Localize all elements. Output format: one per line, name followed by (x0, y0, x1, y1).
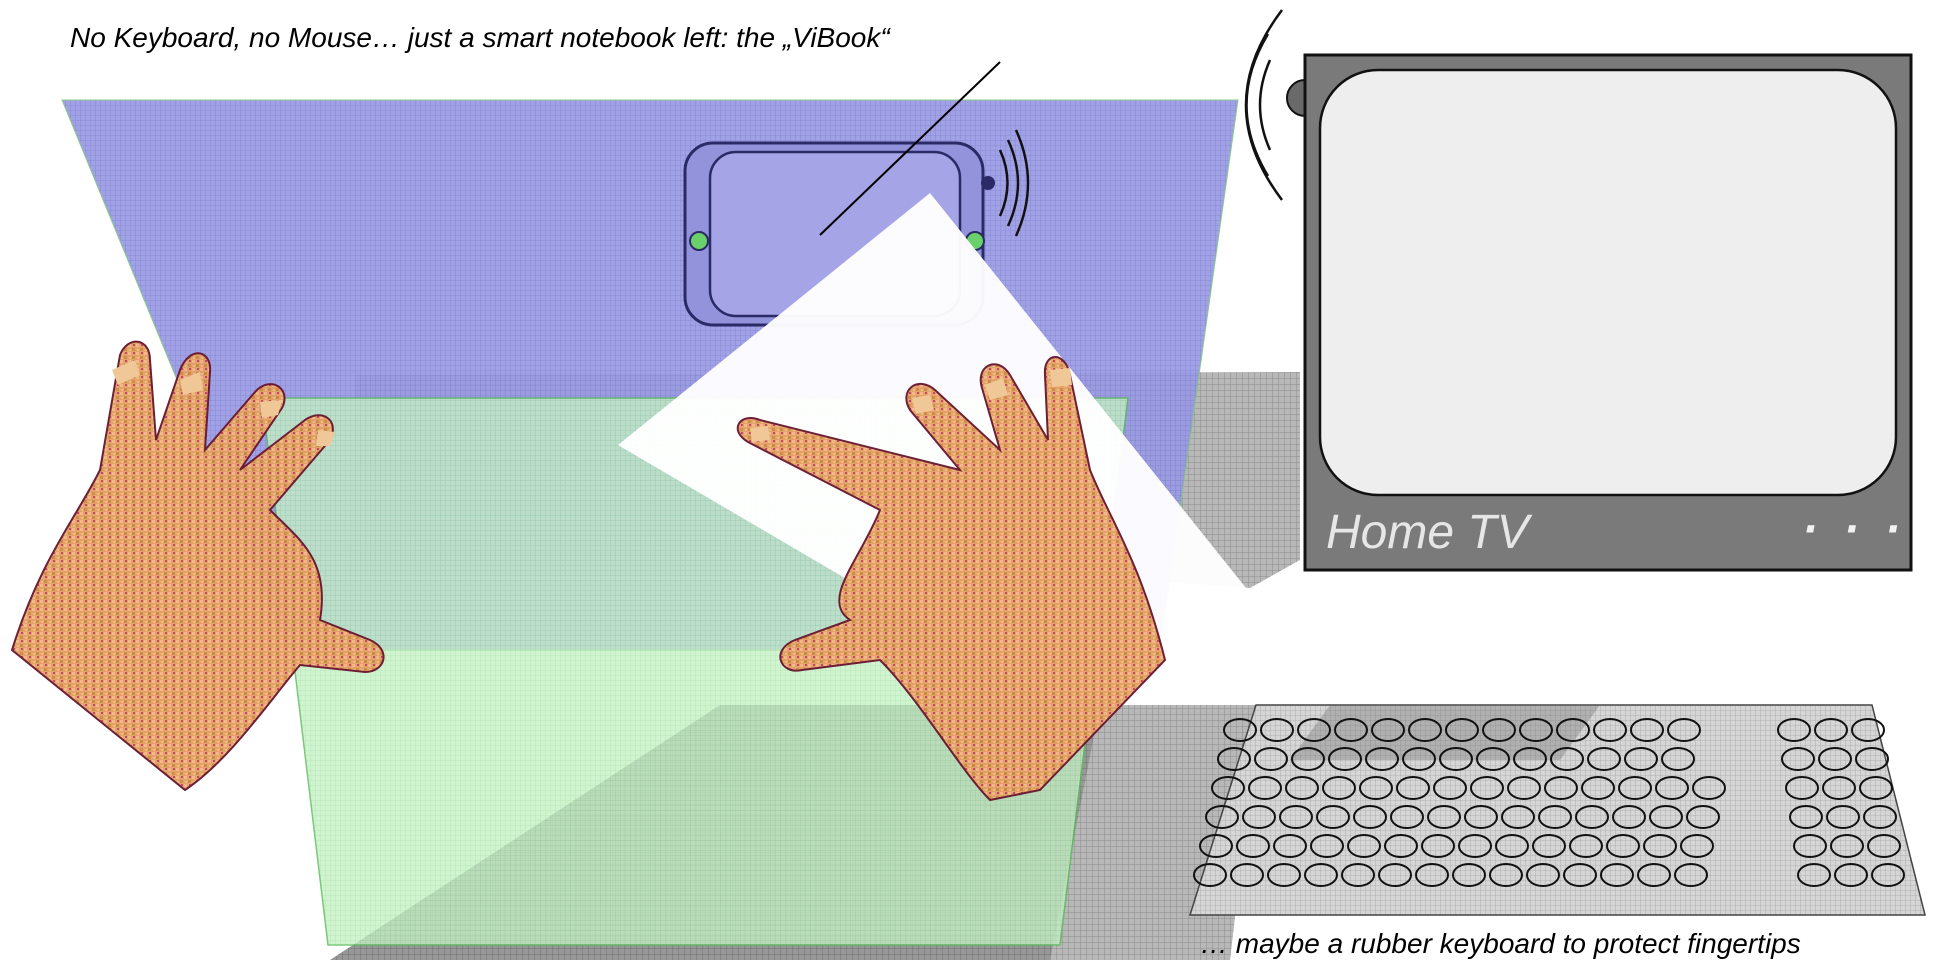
caption-vibook: No Keyboard, no Mouse… just a smart note… (70, 22, 890, 54)
tv-label: Home TV (1326, 505, 1529, 560)
tv-wireless-icon (1246, 10, 1282, 200)
device-button-left (690, 232, 708, 250)
tv-screen (1320, 70, 1896, 495)
home-tv (1246, 10, 1911, 570)
tv-dots: · · · (1802, 502, 1907, 557)
rubber-keyboard (1190, 705, 1925, 915)
caption-rubber-keyboard: … maybe a rubber keyboard to protect fin… (1200, 928, 1801, 960)
